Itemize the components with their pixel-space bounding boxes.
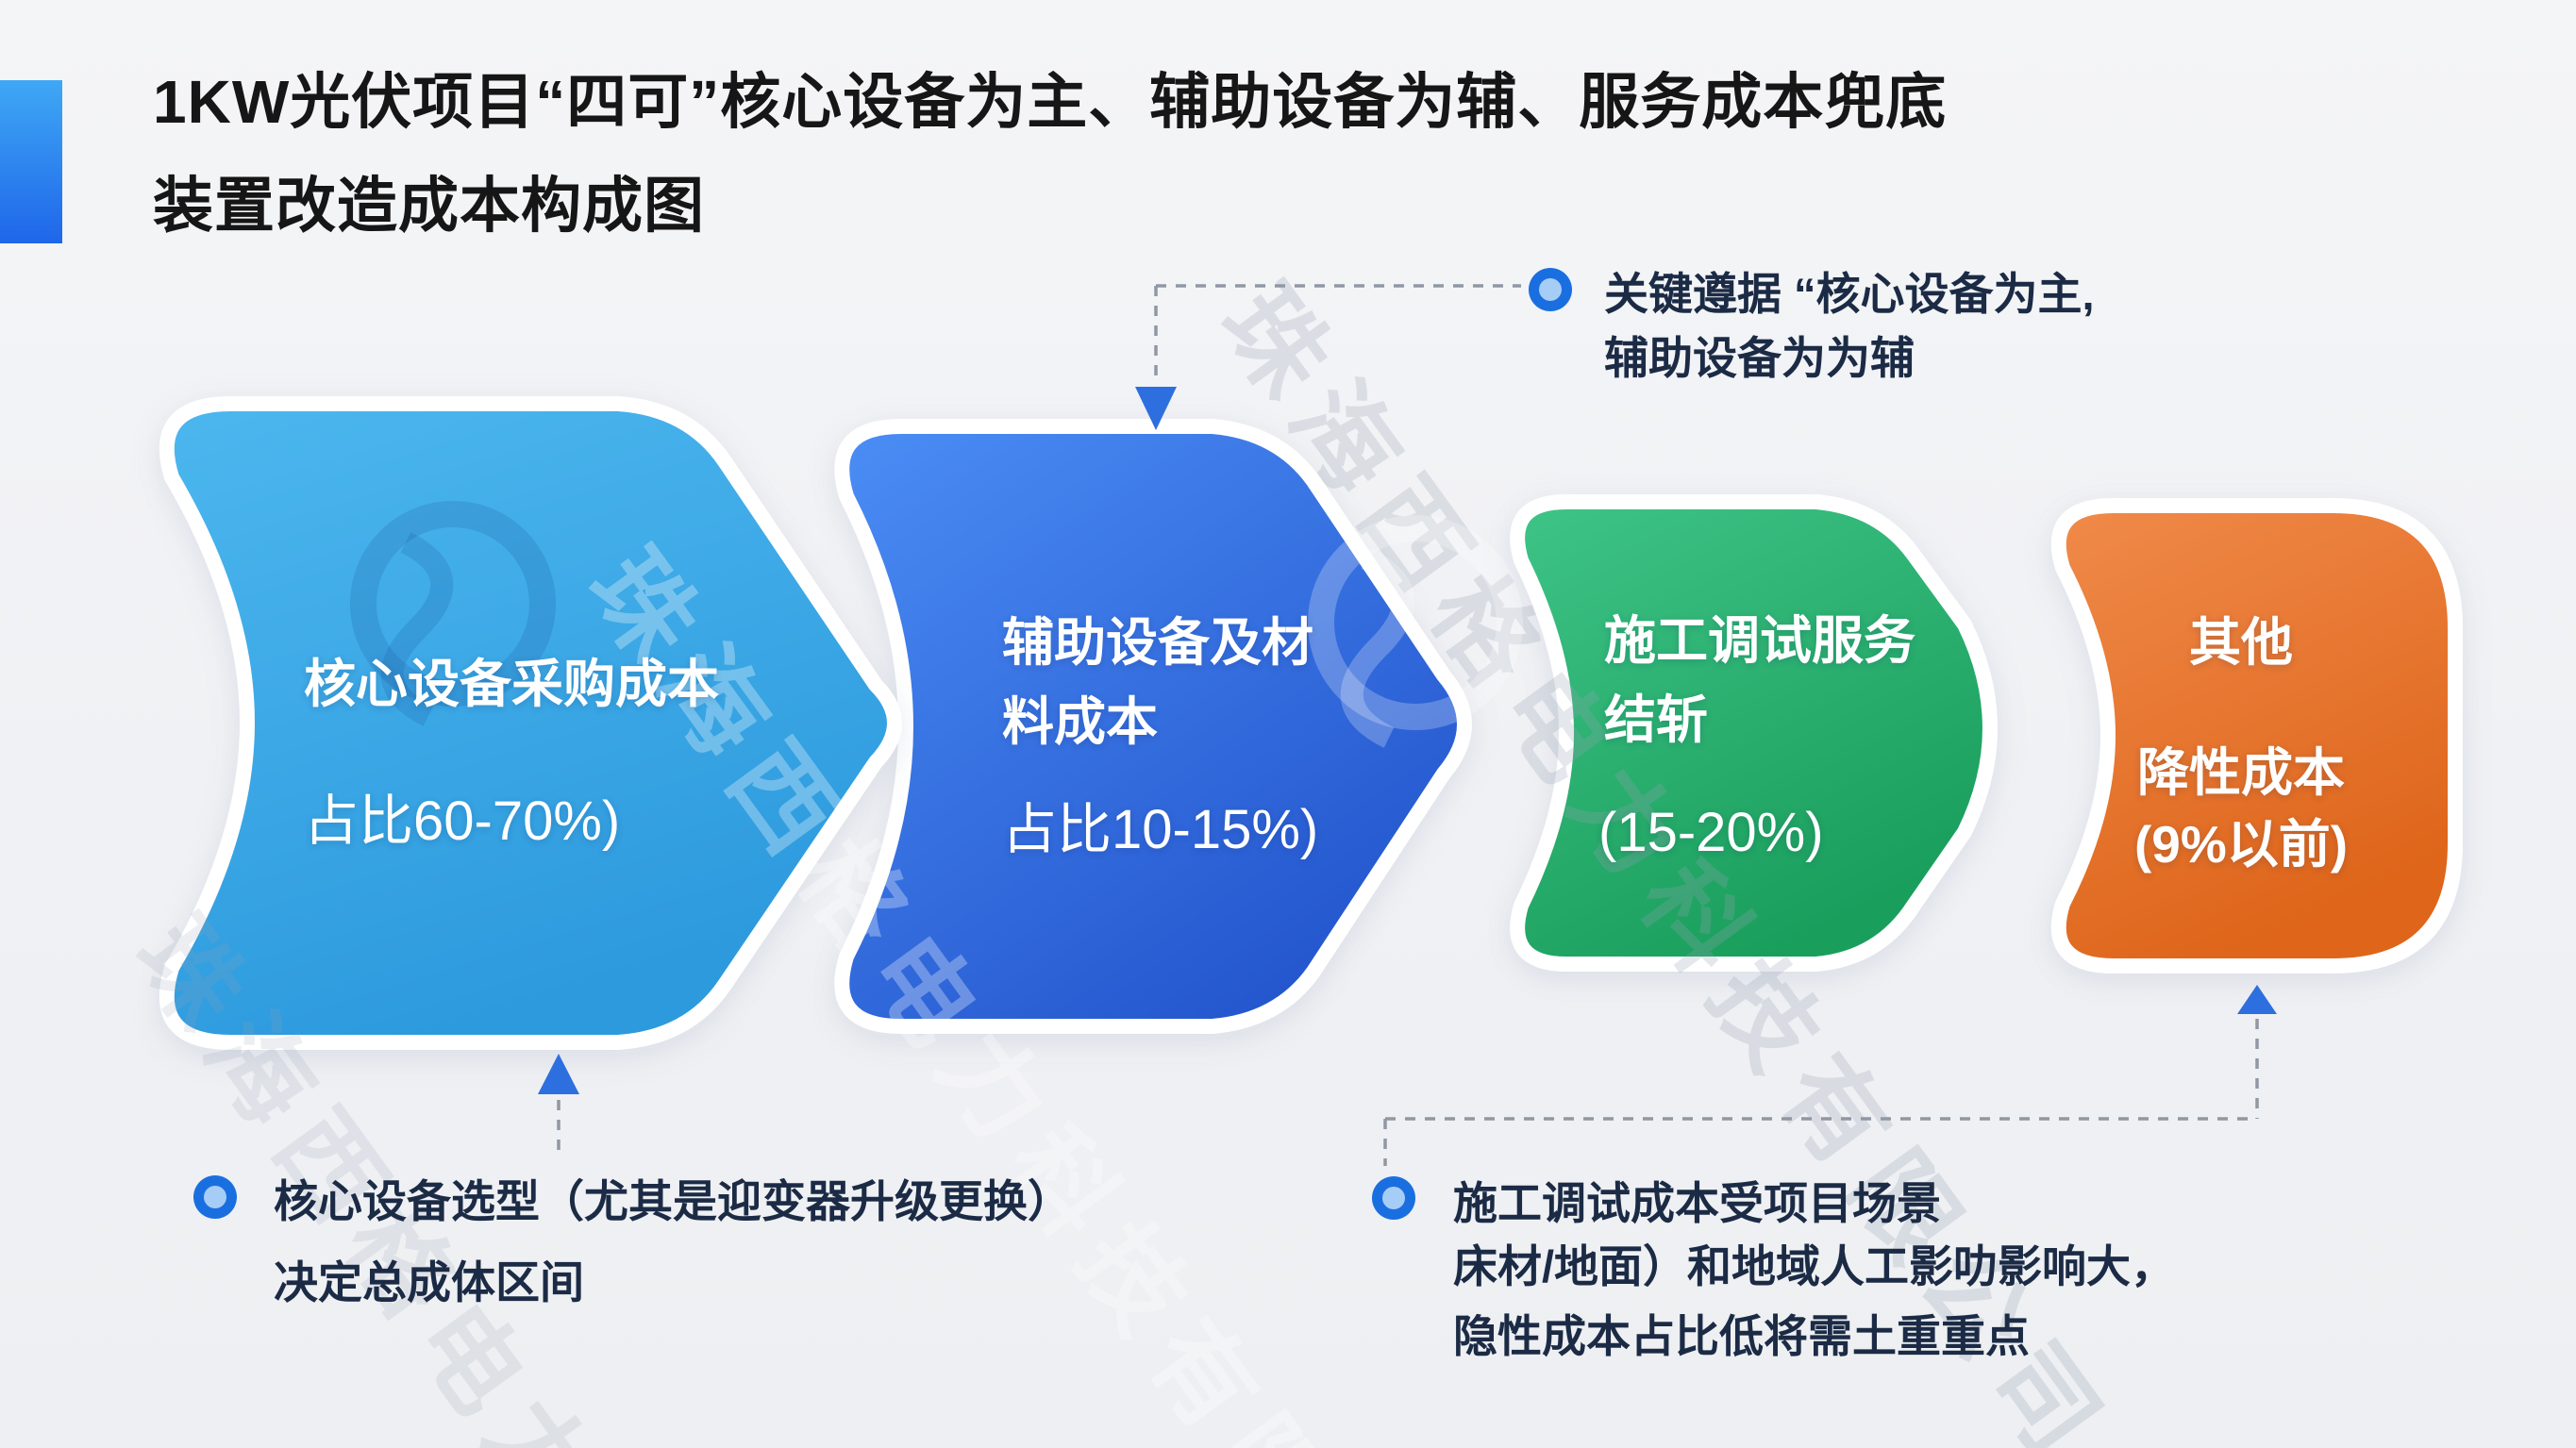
annotation-bottom-right-line3: 隐性成本占比低将需土重重点	[1453, 1311, 2030, 1361]
arrow-up-icon	[538, 1054, 579, 1094]
step1-title: 核心设备采购成本	[304, 655, 720, 713]
page-title: 1KW光伏项目“四可”核心设备为主、辅助设备为辅、服务成本兜底	[153, 68, 1948, 136]
annotation-top-line1: 关键遵据 “核心设备为主,	[1604, 269, 2095, 319]
step3-value: (15-20%)	[1598, 802, 1824, 863]
step4-title: 其他	[2188, 613, 2293, 672]
step4-value: (9%以前)	[2133, 815, 2349, 874]
title-accent-bar	[0, 80, 62, 243]
annotation-top-line2: 辅助设备为为辅	[1604, 333, 1915, 383]
annotation-bottom-right-line1: 施工调试成本受项目场景	[1453, 1178, 1941, 1228]
watermark-logo-icon	[1308, 515, 1523, 748]
step2-title-line2: 料成本	[1002, 692, 1159, 751]
chevron-step-3	[1510, 494, 1998, 972]
bullet-icon	[1529, 268, 1572, 311]
chevron-step-1	[159, 396, 902, 1050]
arrow-up-icon	[2237, 985, 2277, 1014]
arrow-down-icon	[1135, 387, 1177, 430]
annotation-bottom-left-line1: 核心设备选型（尤其是迎变器升级更换）	[274, 1176, 1072, 1226]
step2-title-line1: 辅助设备及材	[1002, 613, 1314, 672]
annotation-bottom-right-line2: 床材/地面）和地域人工影叻影响大，	[1453, 1241, 2176, 1291]
connectors	[557, 284, 2259, 1166]
watermark-logo-icon	[350, 501, 556, 726]
step1-value: 占比60-70%)	[304, 791, 621, 852]
step3-title-line2: 结斩	[1604, 691, 1709, 749]
page-subtitle: 装置改造成本构成图	[153, 172, 705, 240]
chevron-step-4	[2050, 498, 2463, 974]
bullet-icon	[1372, 1176, 1415, 1220]
step4-subtitle: 降性成本	[2136, 743, 2345, 802]
annotation-bottom-left-line2: 决定总成体区间	[274, 1257, 584, 1307]
bullet-icon	[193, 1175, 237, 1219]
chevron-step-2	[834, 419, 1472, 1034]
step2-value: 占比10-15%)	[1002, 799, 1319, 860]
step3-title-line1: 施工调试服务	[1604, 611, 1916, 670]
